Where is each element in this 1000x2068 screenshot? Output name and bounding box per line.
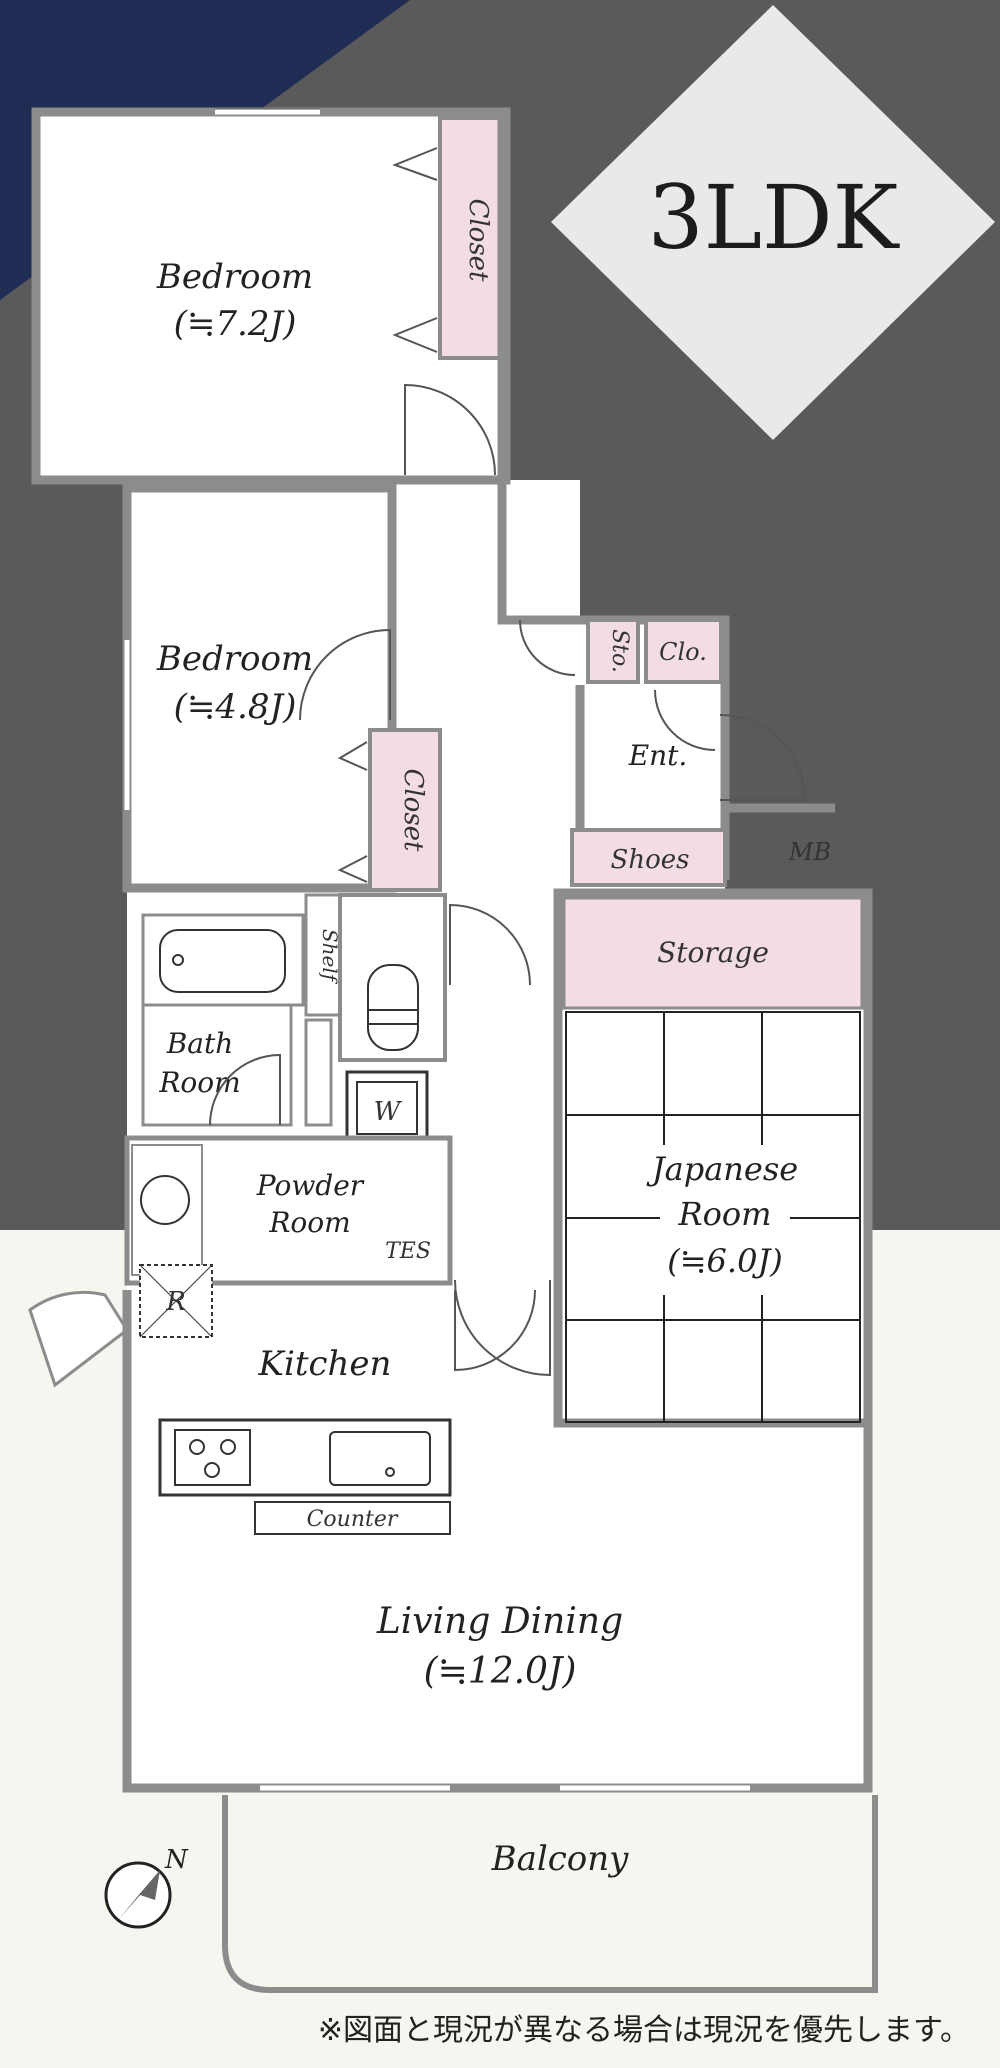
stove-icon	[174, 1429, 251, 1486]
compass-icon	[104, 1861, 172, 1929]
toilet-door	[449, 903, 531, 986]
refrigerator-label: R	[165, 1287, 186, 1317]
bath-door	[209, 1053, 281, 1126]
closet-small-label: Clo.	[659, 638, 707, 666]
room-living-dining: Living Dining (≒12.0J)	[122, 1290, 873, 1793]
disclaimer-note: ※図面と現況が異なる場合は現況を優先します。	[318, 2013, 970, 2048]
toilet-room	[338, 893, 447, 1062]
front-door	[719, 714, 807, 801]
closet-1	[438, 116, 502, 360]
storage-large-label: Storage	[657, 936, 769, 969]
compass-north-label: N	[164, 1845, 189, 1875]
japanese-room-name2: Room	[678, 1195, 772, 1233]
balcony-label: Balcony	[491, 1839, 630, 1879]
storage-small	[586, 618, 640, 684]
bedroom-2-name: Bedroom	[156, 639, 313, 679]
closet-2-doors	[337, 741, 368, 883]
bedroom-1-door	[404, 383, 496, 476]
balcony-outline	[222, 1795, 878, 1993]
bath-room	[141, 1003, 293, 1127]
storage-large	[562, 896, 864, 1010]
bedroom-2-door	[299, 628, 391, 721]
closet-1-label: Closet	[463, 198, 493, 282]
closet-2-label: Closet	[398, 768, 428, 852]
mb-label: MB	[788, 838, 831, 866]
living-name: Living Dining	[376, 1601, 623, 1642]
counter	[254, 1501, 451, 1535]
hallway-door	[519, 619, 576, 676]
closet-small	[644, 618, 723, 684]
washer-label: W	[374, 1097, 403, 1127]
shoes-cabinet	[570, 828, 727, 887]
kitchen-side-door	[28, 1290, 129, 1388]
kitchen-label: Kitchen	[258, 1344, 392, 1384]
storage-small-label: Sto.	[607, 629, 632, 673]
room-bedroom-2: Closet Bedroom (≒4.8J)	[122, 483, 442, 893]
shoes-label: Shoes	[611, 845, 690, 875]
basin-icon	[140, 1175, 190, 1225]
tatami-grid	[565, 1011, 861, 1423]
powder-door	[454, 1289, 536, 1372]
floor-bedroom1	[40, 115, 505, 480]
room-bedroom-1: Closet Bedroom (≒7.2J)	[31, 107, 511, 485]
japanese-room-size: (≒6.0J)	[667, 1242, 783, 1280]
entrance-inner-door	[654, 689, 716, 751]
bath-room-label2: Room	[158, 1066, 240, 1099]
counter-label: Counter	[307, 1507, 399, 1532]
compass: N	[104, 1845, 189, 1929]
powder-room-label2: Room	[268, 1206, 350, 1239]
tes-label: TES	[385, 1239, 431, 1264]
powder-room-label1: Powder	[256, 1169, 365, 1202]
entrance-area: Sto. Clo. Ent. Shoes MB	[570, 618, 835, 887]
living-size: (≒12.0J)	[424, 1651, 577, 1692]
room-japanese: Storage Japanese Room (≒6.0J)	[454, 888, 873, 1428]
bedroom-1-size: (≒7.2J)	[174, 304, 297, 344]
japanese-room-name1: Japanese	[646, 1150, 798, 1188]
bathtub-icon	[159, 929, 286, 993]
layout-type-label: 3LDK	[648, 166, 901, 269]
bedroom-1-name: Bedroom	[156, 257, 313, 297]
living-walls	[122, 1420, 873, 1793]
bath-room-label1: Bath	[166, 1027, 234, 1060]
japanese-room-door	[454, 1279, 551, 1377]
sink-icon	[329, 1431, 431, 1486]
closet-2	[368, 728, 442, 892]
closet-1-doors	[392, 147, 438, 353]
wet-area: Bath Room Shelf W Powder Room TES	[124, 893, 536, 1372]
hallway-wall-top	[497, 112, 580, 625]
layout-type-badge: 3LDK	[551, 5, 995, 440]
toilet-icon	[367, 964, 419, 1051]
balcony: Balcony	[222, 1795, 878, 1993]
badge-diamond	[551, 5, 995, 440]
bedroom-2-size: (≒4.8J)	[174, 687, 297, 727]
room-kitchen: R Kitchen Counter	[28, 1264, 452, 1535]
entrance-label: Ent.	[628, 739, 688, 772]
